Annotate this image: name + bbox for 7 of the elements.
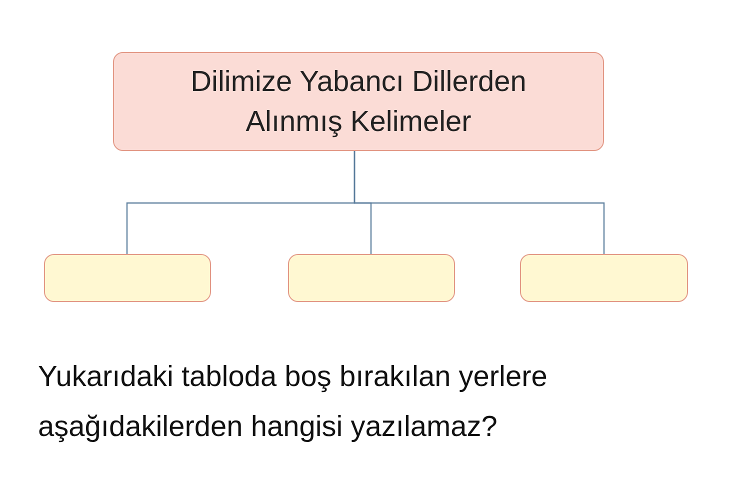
empty-box	[288, 254, 455, 302]
title-box	[113, 52, 604, 151]
empty-box	[44, 254, 211, 302]
connector-line	[354, 151, 605, 254]
question-text: Yukarıdaki tabloda boş bırakılan yerlere aşağıdakilerden hangisi yazılamaz?	[38, 360, 548, 445]
box-text: Dilimize Yabancı Dillerden Alınmış Kelimeler	[190, 64, 528, 140]
empty-box	[520, 254, 688, 302]
